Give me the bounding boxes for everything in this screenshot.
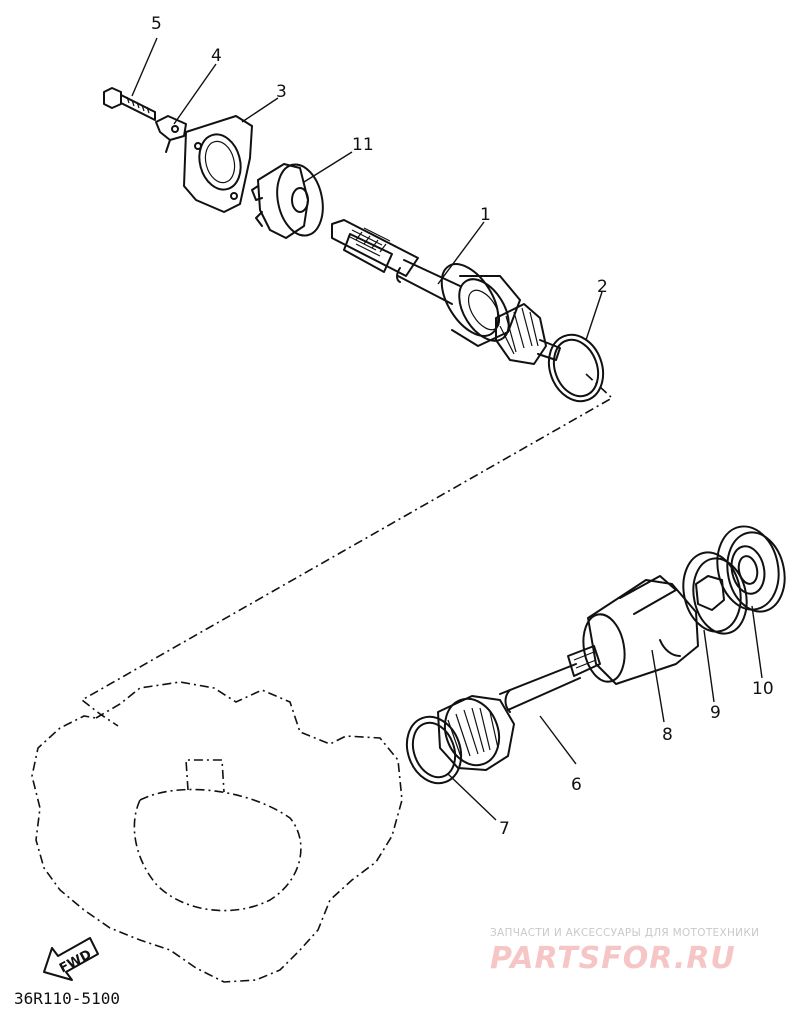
part-label-9: 9 (710, 703, 721, 723)
fwd-label: FWD (57, 947, 94, 976)
part-label-5: 5 (151, 14, 162, 34)
part-label-6: 6 (571, 775, 582, 795)
retainer-plate-3 (183, 115, 253, 213)
part-label-1: 1 (480, 205, 491, 225)
assembly-path-line (80, 373, 614, 727)
crankcase-outline (31, 681, 403, 983)
shim-ring-7 (405, 715, 463, 785)
part-label-3: 3 (276, 82, 287, 102)
part-label-7: 7 (499, 819, 510, 839)
drive-shaft-1 (331, 219, 561, 365)
diagram-code: 36R110-5100 (14, 989, 120, 1008)
part-label-4: 4 (211, 46, 222, 66)
bearing-housing-8 (582, 575, 699, 685)
watermark: ЗАПЧАСТИ И АКСЕССУАРЫ ДЛЯ МОТОТЕХНИКИ PA… (490, 927, 759, 976)
part-label-8: 8 (662, 725, 673, 745)
part-label-10: 10 (752, 679, 774, 699)
part-label-2: 2 (597, 277, 608, 297)
bearing-10 (716, 525, 786, 613)
driven-shaft-6 (437, 645, 601, 771)
collar-11 (251, 163, 324, 239)
lock-plate-4 (155, 115, 187, 153)
watermark-brand-logo: PARTSFOR.RU (490, 941, 736, 976)
lock-nut-9 (682, 551, 748, 635)
fwd-arrow: FWD (43, 937, 99, 981)
bolt-5 (103, 87, 156, 121)
watermark-tagline: ЗАПЧАСТИ И АКСЕССУАРЫ ДЛЯ МОТОТЕХНИКИ (490, 927, 759, 939)
part-label-11: 11 (352, 135, 374, 155)
shim-ring-2 (547, 333, 605, 403)
leader-lines (131, 37, 763, 821)
